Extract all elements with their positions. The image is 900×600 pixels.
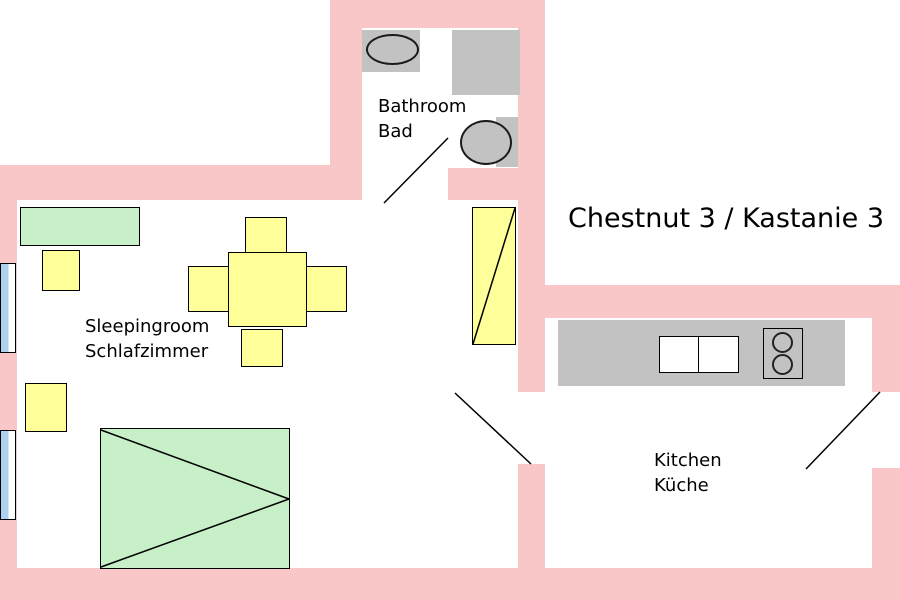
wall-bathroom-right: [518, 0, 545, 392]
dining-table: [228, 252, 307, 327]
room-label-bathroom-de: Bad: [378, 121, 413, 143]
door-swing-kitchen-inner: [454, 392, 532, 465]
room-label-sleepingroom: Sleepingroom Schlafzimmer: [85, 314, 209, 364]
kitchen-sink-basin-right: [698, 336, 739, 373]
wall-kitchen-right-upper: [872, 285, 900, 392]
window-lower: [0, 430, 16, 520]
toilet-bowl: [460, 120, 512, 165]
room-label-sleepingroom-de: Schlafzimmer: [85, 341, 209, 363]
wall-kitchen-bottom: [528, 568, 900, 600]
wardrobe: [472, 207, 516, 345]
bed: [100, 428, 290, 569]
door-swing-bathroom: [383, 137, 449, 204]
cabinet: [20, 207, 140, 246]
wall-bathroom-top: [330, 0, 545, 28]
room-label-sleepingroom-en: Sleepingroom: [85, 316, 210, 337]
chair-left: [188, 266, 229, 312]
wall-sleepingroom-bottom: [0, 568, 545, 600]
bathroom-sink-basin: [366, 34, 419, 65]
wall-left: [0, 165, 17, 600]
door-swing-kitchen-right: [805, 391, 881, 470]
shower: [452, 30, 520, 95]
nightstand-a: [42, 250, 80, 291]
floorplan-title: Chestnut 3 / Kastanie 3: [568, 203, 885, 234]
wall-sleepingroom-top: [0, 165, 332, 200]
stove-burner-bottom: [772, 354, 793, 375]
room-label-kitchen-en: Kitchen: [654, 450, 722, 471]
wall-kitchen-top: [545, 285, 900, 318]
wall-bathroom-bottom: [448, 168, 518, 200]
wall-bathroom-left: [330, 0, 362, 200]
room-label-bathroom-en: Bathroom: [378, 96, 467, 117]
kitchen-sink-basin-left: [659, 336, 699, 373]
stove-burner-top: [772, 332, 793, 353]
chair-right: [306, 266, 347, 312]
chair-bottom: [241, 329, 283, 367]
window-upper: [0, 263, 16, 353]
room-label-bathroom: Bathroom Bad: [378, 94, 466, 144]
nightstand-b: [25, 383, 67, 432]
room-label-kitchen: Kitchen Küche: [654, 448, 722, 498]
room-label-kitchen-de: Küche: [654, 475, 709, 497]
chair-top: [245, 217, 287, 253]
